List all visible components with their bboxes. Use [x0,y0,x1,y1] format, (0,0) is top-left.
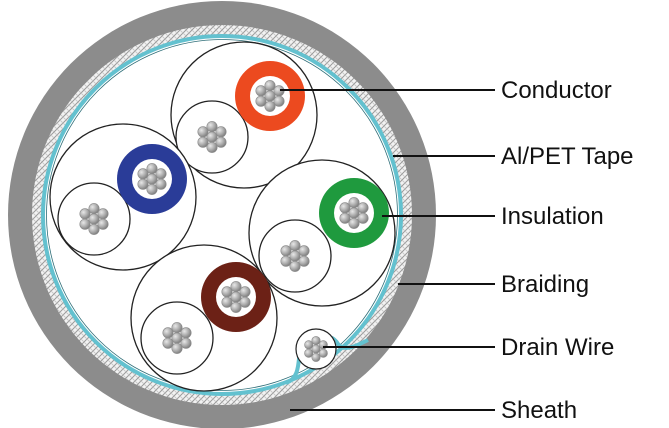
strand [162,337,174,349]
conductor-strands [162,322,192,354]
label-drain-wire: Drain Wire [501,334,614,361]
strand [137,168,149,180]
strand [280,245,292,257]
label-al-pet-tape: Al/PET Tape [501,143,634,170]
strand [273,95,285,107]
strand [180,327,192,339]
strand [311,344,321,354]
strand [230,291,242,303]
conductor-strands [280,240,310,272]
strand [215,136,227,148]
conductor-strands [197,121,227,153]
strand [264,90,276,102]
strand [255,95,267,107]
conductor-strands [255,80,285,112]
strand [348,197,360,209]
strand [197,136,209,148]
strand [357,212,369,224]
strand [304,340,314,350]
strand [97,208,109,220]
strand [239,286,251,298]
strand [155,168,167,180]
strand [289,260,301,272]
strand [298,245,310,257]
strand [146,163,158,175]
conductor-strands [339,197,369,229]
strand [88,203,100,215]
strand [264,80,276,92]
strand [215,126,227,138]
strand [289,240,301,252]
strand [221,296,233,308]
strand [289,250,301,262]
strand [304,348,314,358]
strand [230,281,242,293]
pair-top [170,41,318,189]
strand [197,126,209,138]
strand [311,352,321,362]
pair-bottom [130,244,278,392]
strand [88,213,100,225]
pair-right [248,159,396,307]
conductor-strands [137,163,167,195]
strand [146,173,158,185]
conductor-strands [79,203,109,235]
strand [318,348,328,358]
strand [280,255,292,267]
label-conductor: Conductor [501,77,612,104]
strand [239,296,251,308]
label-braiding: Braiding [501,271,589,298]
strand [311,336,321,346]
strand [357,202,369,214]
strand [79,218,91,230]
strand [255,85,267,97]
strand [221,286,233,298]
strand [230,301,242,313]
strand [348,217,360,229]
label-insulation: Insulation [501,203,604,230]
strand [298,255,310,267]
strand [171,322,183,334]
strand [162,327,174,339]
drain-wire [295,328,337,370]
pair-left [49,123,197,271]
strand [97,218,109,230]
strand [206,141,218,153]
strand [146,183,158,195]
conductor-strands [221,281,251,313]
strand [137,178,149,190]
strand [155,178,167,190]
strand [88,223,100,235]
strand [171,342,183,354]
conductor-strands [304,336,328,362]
strand [339,212,351,224]
strand [180,337,192,349]
strand [339,202,351,214]
label-sheath: Sheath [501,397,577,424]
strand [348,207,360,219]
strand [79,208,91,220]
strand [206,131,218,143]
strand [206,121,218,133]
strand [264,100,276,112]
strand [171,332,183,344]
